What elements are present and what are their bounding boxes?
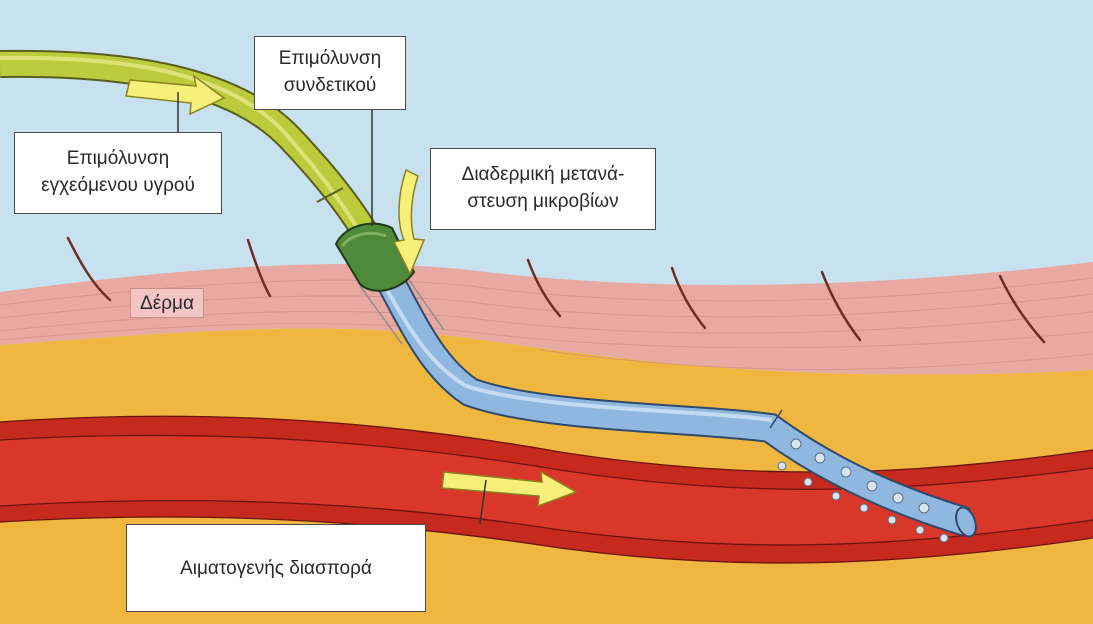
infusate-label-line2: εγχεόμενου υγρού (15, 172, 221, 199)
hematogenous-label-text: Αιματογενής διασπορά (127, 525, 425, 613)
migration-label-line1: Διαδερμική μετανά- (431, 161, 655, 188)
connector-label-line1: Επιμόλυνση (255, 45, 405, 72)
migration-label: Διαδερμική μετανά- στευση μικροβίων (430, 148, 656, 230)
connector-contamination-label: Επιμόλυνση συνδετικού (254, 36, 406, 110)
hematogenous-spread-label: Αιματογενής διασπορά (126, 524, 426, 612)
infusate-label-line1: Επιμόλυνση (15, 145, 221, 172)
migration-label-line2: στευση μικροβίων (431, 188, 655, 215)
infusate-contamination-label: Επιμόλυνση εγχεόμενου υγρού (14, 132, 222, 214)
skin-label: Δέρμα (130, 288, 204, 318)
connector-label-line2: συνδετικού (255, 72, 405, 99)
